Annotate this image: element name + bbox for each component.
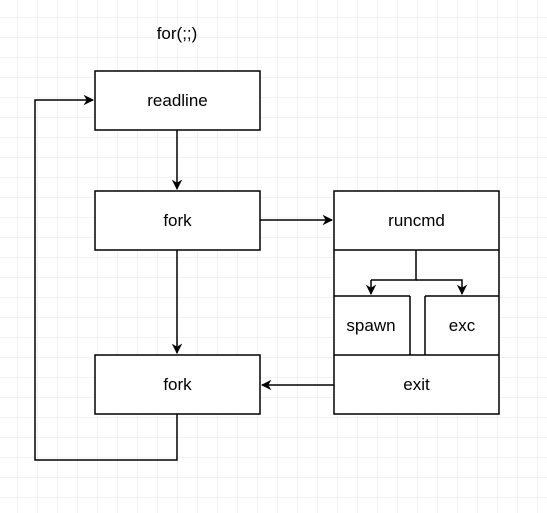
- readline-label: readline: [147, 91, 208, 110]
- readline-box: readline: [94, 70, 261, 131]
- runcmd-label: runcmd: [388, 211, 445, 230]
- fork-bottom-label: fork: [163, 375, 192, 394]
- arrow-to-exc: [416, 279, 468, 296]
- exc-cell: exc: [424, 295, 499, 355]
- loop-back-arrow: [34, 94, 178, 461]
- fork-top-box: fork: [94, 190, 261, 251]
- fork-bottom-box: fork: [94, 354, 261, 415]
- diagram-title: for(;;): [157, 24, 198, 43]
- spawn-label: spawn: [346, 316, 395, 335]
- runcmd-container: runcmd: [333, 190, 500, 415]
- spawn-cell: spawn: [334, 295, 411, 355]
- exc-label: exc: [449, 316, 476, 335]
- fork-top-label: fork: [163, 211, 192, 230]
- exit-label: exit: [403, 375, 430, 394]
